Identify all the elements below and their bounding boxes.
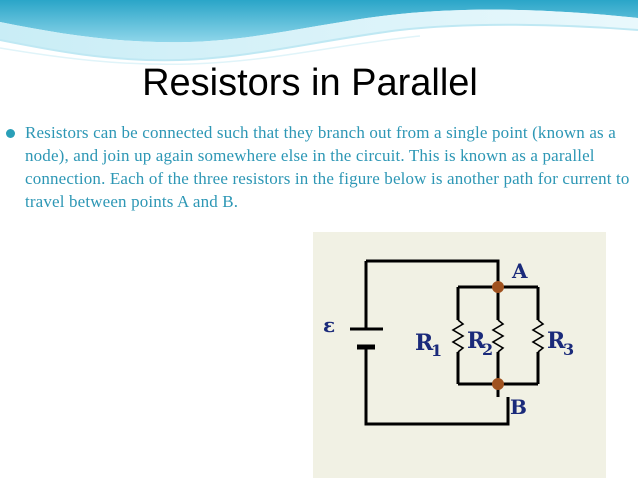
wire-top bbox=[366, 259, 500, 287]
resistor-r3-zigzag bbox=[531, 319, 545, 353]
battery-symbol bbox=[350, 327, 383, 350]
bullet-dot bbox=[6, 129, 15, 138]
node-b-label: B bbox=[510, 395, 527, 419]
node-a-label: A bbox=[511, 259, 528, 283]
header-wave bbox=[0, 0, 638, 66]
resistor-r2-zigzag bbox=[491, 319, 505, 353]
bullet-paragraph: Resistors can be connected such that the… bbox=[25, 123, 630, 211]
slide-title: Resistors in Parallel bbox=[142, 62, 478, 104]
circuit-diagram: ε R 1 R 2 R 3 A B bbox=[323, 259, 574, 426]
wire-left-lower bbox=[364, 347, 510, 426]
node-b-dot bbox=[492, 378, 504, 390]
r3-label: R bbox=[547, 328, 566, 354]
r2-subscript: 2 bbox=[482, 340, 493, 359]
r2-label: R bbox=[467, 328, 486, 354]
circuit-figure: ε R 1 R 2 R 3 A B bbox=[313, 232, 606, 478]
r3-subscript: 3 bbox=[563, 340, 574, 359]
r1-subscript: 1 bbox=[431, 341, 442, 360]
node-a-dot bbox=[492, 281, 504, 293]
r1-label: R bbox=[415, 330, 434, 356]
emf-label: ε bbox=[323, 313, 335, 337]
resistor-r1-zigzag bbox=[451, 319, 465, 353]
